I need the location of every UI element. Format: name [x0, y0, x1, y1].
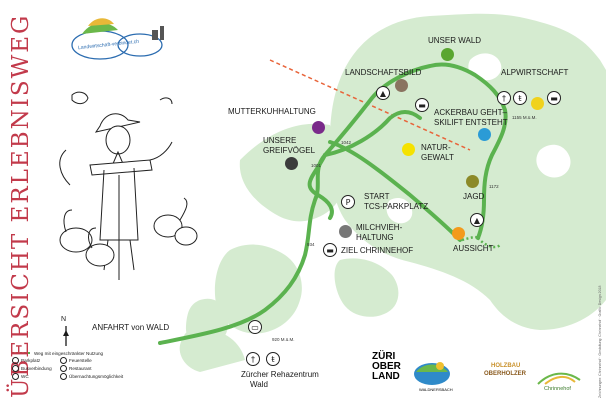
logo-holzbau-2: OBERHOLZER [484, 371, 526, 377]
page-title: ÜBERSICHT ERLEBNISWEG [8, 13, 34, 398]
elevation-1172: 1172 [489, 184, 499, 189]
legend-bus: Busverbindung [12, 365, 52, 373]
station-landschaftsbild-dot[interactable] [395, 79, 408, 92]
legend-wc-label: WC [21, 374, 29, 379]
legend-restaurant-label: Restaurant [69, 366, 92, 371]
station-naturgewalt-label-2: GEWALT [421, 153, 454, 162]
bed-icon: ▬ [323, 243, 337, 257]
logo-landwirtschaft [71, 18, 164, 60]
logo-zueri-3: LAND [372, 371, 400, 382]
legend-uebernachtung-label: Übernachtungsmöglichkeit [69, 374, 124, 379]
logo-waldnersbach [414, 362, 450, 385]
legend-uebernachtung: Übernachtungsmöglichkeit [60, 373, 123, 381]
station-aussicht-dot[interactable] [452, 227, 465, 240]
station-alpwirtschaft-label: ALPWIRTSCHAFT [501, 68, 569, 77]
ski-lift-line [269, 59, 471, 151]
elevation-1155: 1155 M.ü.M. [512, 115, 537, 120]
bed-icon-2: ▬ [415, 98, 429, 112]
legend-feuerstelle-label: Feuerstelle [69, 358, 92, 363]
legend-feuerstelle: Feuerstelle [60, 357, 92, 365]
north-arrow [63, 326, 69, 346]
logo-waldnersbach-label: WALDNERSBACH [419, 387, 453, 392]
fork-knife-icon-legend [60, 365, 67, 373]
bus-icon: ▭ [248, 320, 262, 334]
parking-icon: P [341, 195, 355, 209]
parking-icon-legend [12, 357, 19, 365]
station-greifvoegel-label-1: UNSERE [263, 136, 297, 145]
legend-wc: WC [12, 373, 29, 381]
station-jagd-label: JAGD [463, 192, 485, 201]
rehazentrum-label-2: Wald [250, 380, 268, 389]
station-naturgewalt-label-1: NATUR- [421, 143, 451, 152]
legend-parkplatz: Parkplatz [12, 357, 40, 365]
station-naturgewalt-dot[interactable] [402, 143, 415, 156]
start-label-1: START [364, 192, 390, 201]
legend-parkplatz-label: Parkplatz [21, 358, 41, 363]
station-milchvieh-label-1: MILCHVIEH- [356, 223, 403, 232]
wc-icon-2: ŧ [513, 91, 527, 105]
station-mutterkuhhaltung-label: MUTTERKUHHALTUNG [228, 107, 316, 116]
logo-chrinnehof [537, 372, 581, 385]
station-unser-wald-label: UNSER WALD [428, 36, 482, 45]
legend-note: Weg mit eingeschränkter Nutzung [34, 351, 104, 356]
legend-bus-label: Busverbindung [21, 366, 52, 371]
restricted-path-2 [461, 235, 479, 242]
station-greifvoegel-dot[interactable] [285, 157, 298, 170]
station-alpwirtschaft-dot[interactable] [531, 97, 544, 110]
station-aussicht-label: AUSSICHT [453, 244, 494, 253]
station-mutterkuhhaltung-dot[interactable] [312, 121, 325, 134]
station-ackerbau-label-1: ACKERBAU GEHT– [434, 108, 507, 117]
wc-icon: ŧ [266, 352, 280, 366]
campfire-icon-2: ▲ [470, 213, 484, 227]
logo-zueri-2: OBER [372, 361, 401, 372]
campfire-icon: ▲ [376, 86, 390, 100]
logo-zueri-1: ZÜRI [372, 351, 396, 362]
credit-text: Zeichnungen: Chrinnehof · Gestaltung: Ch… [598, 285, 602, 398]
restricted-path [477, 237, 501, 249]
elevation-1001: 1001 [311, 163, 322, 168]
start-label-2: TCS-PARKPLATZ [364, 202, 429, 211]
anfahrt-label: ANFAHRT von WALD [92, 323, 170, 332]
terrain-clearings [386, 53, 571, 224]
station-milchvieh-dot[interactable] [339, 225, 352, 238]
bed-icon-3: ▬ [547, 91, 561, 105]
station-unser-wald-dot[interactable] [441, 48, 454, 61]
station-milchvieh-label-2: HALTUNG [356, 233, 394, 242]
station-ackerbau-label-2: SKILIFT ENTSTEHT [434, 118, 508, 127]
station-landschaftsbild-label: LANDSCHAFTSBILD [345, 68, 422, 77]
bus-icon-legend [12, 365, 19, 373]
station-jagd-dot[interactable] [466, 175, 479, 188]
station-greifvoegel-label-2: GREIFVÖGEL [263, 146, 316, 155]
scarecrow-illustration [59, 91, 198, 280]
legend-restaurant: Restaurant [60, 365, 91, 373]
restaurant-icon-1: † [246, 352, 260, 366]
logo-holzbau-1: HOLZBAU [491, 363, 521, 369]
toilet-icon-legend [12, 373, 19, 381]
north-label: N [61, 316, 67, 323]
ziel-label: ZIEL CHRINNEHOF [341, 246, 414, 255]
elevation-920: 920 M.ü.M. [272, 337, 295, 342]
rehazentrum-label-1: Zürcher Rehazentrum [241, 370, 319, 379]
elevation-1042: 1042 [341, 140, 352, 145]
restaurant-icon-2: † [497, 91, 511, 105]
campfire-icon-legend [60, 357, 67, 365]
elevation-934: 934 [307, 242, 315, 247]
logo-chrinnehof-label: Chrinnehof [544, 386, 571, 392]
station-ackerbau-dot[interactable] [478, 128, 491, 141]
bed-icon-legend [60, 373, 67, 381]
